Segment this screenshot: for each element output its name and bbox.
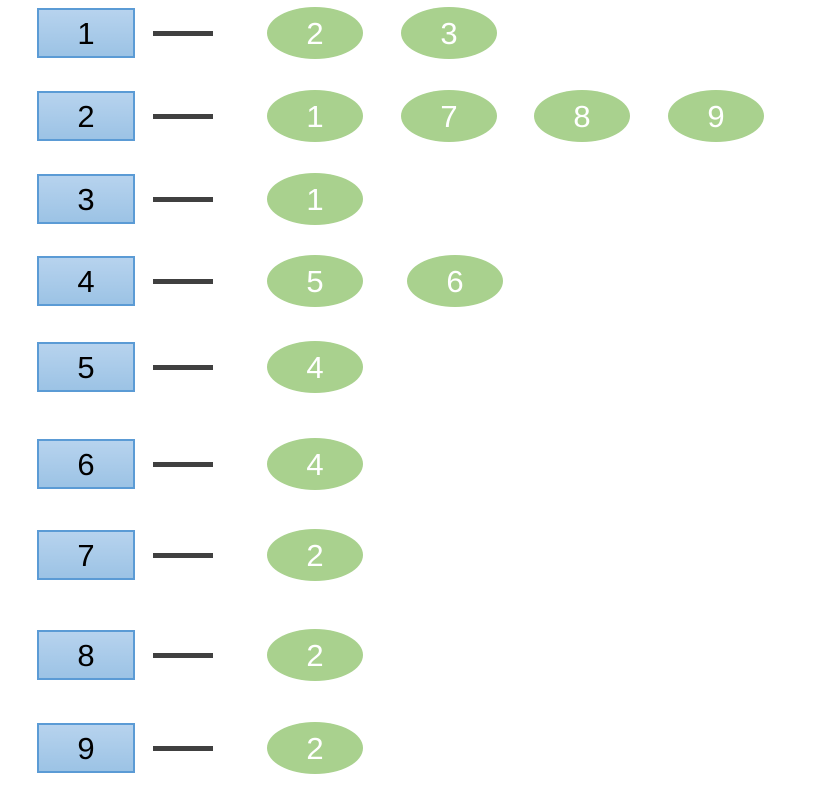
- connector-dash: [153, 30, 213, 36]
- neighbor-ellipse: 5: [267, 255, 363, 307]
- connector-dash: [153, 113, 213, 119]
- graph-node-box: 9: [37, 723, 135, 773]
- neighbor-ellipse: 2: [267, 529, 363, 581]
- neighbor-ellipse: 2: [267, 7, 363, 59]
- connector-dash: [153, 552, 213, 558]
- graph-node-box: 2: [37, 91, 135, 141]
- neighbor-ellipse: 4: [267, 438, 363, 490]
- connector-dash: [153, 278, 213, 284]
- connector-dash: [153, 745, 213, 751]
- connector-dash: [153, 652, 213, 658]
- neighbor-ellipse: 1: [267, 173, 363, 225]
- neighbor-ellipse: 3: [401, 7, 497, 59]
- graph-node-box: 1: [37, 8, 135, 58]
- graph-node-box: 6: [37, 439, 135, 489]
- neighbor-ellipse: 7: [401, 90, 497, 142]
- neighbor-ellipse: 1: [267, 90, 363, 142]
- graph-node-box: 4: [37, 256, 135, 306]
- connector-dash: [153, 364, 213, 370]
- neighbor-ellipse: 8: [534, 90, 630, 142]
- neighbor-ellipse: 2: [267, 722, 363, 774]
- neighbor-ellipse: 9: [668, 90, 764, 142]
- connector-dash: [153, 196, 213, 202]
- graph-node-box: 3: [37, 174, 135, 224]
- neighbor-ellipse: 6: [407, 255, 503, 307]
- neighbor-ellipse: 2: [267, 629, 363, 681]
- graph-node-box: 7: [37, 530, 135, 580]
- neighbor-ellipse: 4: [267, 341, 363, 393]
- graph-node-box: 8: [37, 630, 135, 680]
- graph-node-box: 5: [37, 342, 135, 392]
- connector-dash: [153, 461, 213, 467]
